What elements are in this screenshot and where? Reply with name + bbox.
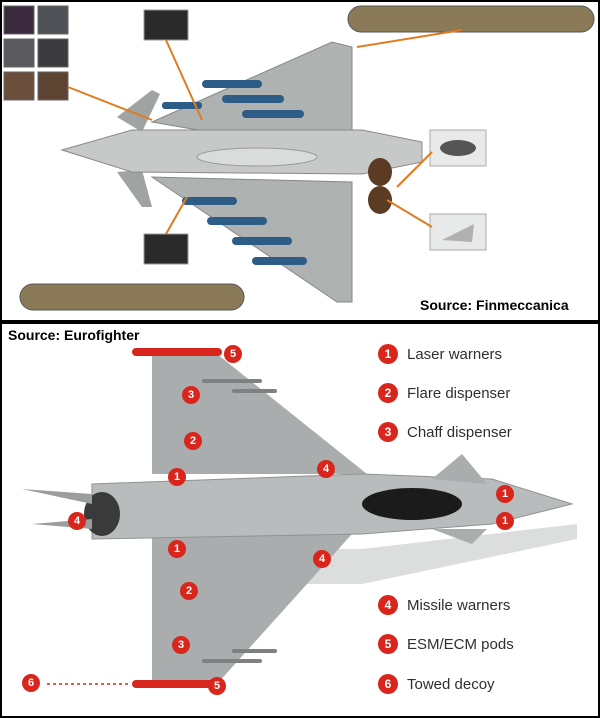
top-thumb-box-lower — [143, 233, 189, 265]
legend-item-chaff-dispenser: 3 Chaff dispenser — [378, 422, 512, 442]
marker-4-upper: 4 — [317, 460, 335, 478]
bottom-engine — [84, 492, 120, 536]
legend-label: Missile warners — [407, 596, 511, 614]
marker-1-nose-lower: 1 — [496, 512, 514, 530]
legend-number-badge: 6 — [378, 674, 398, 694]
bottom-source-label: Source: Eurofighter — [8, 327, 140, 343]
top-canard-upper — [117, 90, 160, 132]
legend-number-badge: 3 — [378, 422, 398, 442]
legend-label: ESM/ECM pods — [407, 635, 514, 653]
bottom-canard — [432, 454, 487, 484]
top-engine-nozzle-1 — [368, 158, 392, 186]
legend-number-badge: 1 — [378, 344, 398, 364]
legend-label: Laser warners — [407, 345, 503, 363]
legend-number-badge: 2 — [378, 383, 398, 403]
legend-item-flare-dispenser: 2 Flare dispenser — [378, 383, 510, 403]
marker-5-lower: 5 — [208, 677, 226, 695]
legend-number-badge: 4 — [378, 595, 398, 615]
marker-1-wing-lower: 1 — [168, 540, 186, 558]
marker-6-decoy: 6 — [22, 674, 40, 692]
bottom-wing-lower — [152, 534, 352, 684]
legend-item-towed-decoy: 6 Towed decoy — [378, 674, 495, 694]
legend-label: Flare dispenser — [407, 384, 511, 402]
marker-1-wing-upper: 1 — [168, 468, 186, 486]
marker-3-lower: 3 — [172, 636, 190, 654]
finmeccanica-diagram-panel: Source: Finmeccanica — [2, 2, 598, 320]
top-pod-lower — [19, 283, 245, 311]
eurofighter-diagram-panel: Source: Eurofighter 5 3 2 1 4 1 1 4 1 4 … — [2, 324, 598, 716]
marker-5-upper: 5 — [224, 345, 242, 363]
bottom-pod-lower — [132, 680, 222, 688]
bottom-canopy — [362, 488, 462, 520]
top-canard-lower — [117, 170, 152, 207]
marker-4-tail: 4 — [68, 512, 86, 530]
legend-item-laser-warners: 1 Laser warners — [378, 344, 502, 364]
top-pod-upper — [347, 5, 595, 33]
marker-2-lower: 2 — [180, 582, 198, 600]
legend-label: Chaff dispenser — [407, 423, 512, 441]
marker-2-upper: 2 — [184, 432, 202, 450]
bottom-pod-upper — [132, 348, 222, 356]
marker-4-lower: 4 — [313, 550, 331, 568]
marker-1-nose-upper: 1 — [496, 485, 514, 503]
top-aircraft-illustration — [3, 5, 595, 311]
top-missiles-upper — [162, 80, 304, 118]
top-thumb-box-upper — [143, 9, 189, 41]
legend-item-missile-warners: 4 Missile warners — [378, 595, 510, 615]
marker-3-upper: 3 — [182, 386, 200, 404]
bottom-wing-upper — [152, 354, 367, 474]
top-fuel-tank — [196, 147, 318, 167]
top-source-label: Source: Finmeccanica — [420, 297, 569, 313]
top-equipment-grid — [3, 5, 69, 101]
bottom-fuselage — [91, 473, 574, 540]
top-missiles-lower — [182, 197, 307, 265]
legend-number-badge: 5 — [378, 634, 398, 654]
legend-item-esm-ecm-pods: 5 ESM/ECM pods — [378, 634, 514, 654]
bottom-aircraft-illustration — [22, 348, 577, 688]
top-callout-lines — [67, 29, 463, 235]
legend-label: Towed decoy — [407, 675, 495, 693]
top-engine-nozzle-2 — [368, 186, 392, 214]
